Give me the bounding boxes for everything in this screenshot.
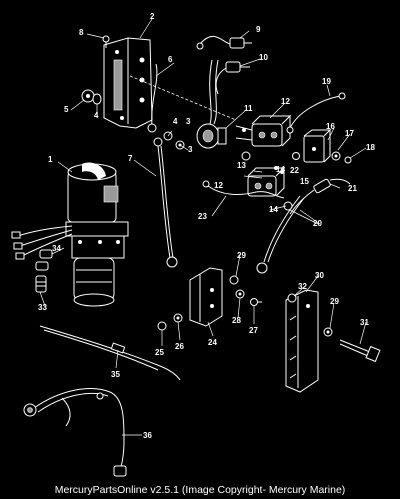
callout-11: 11 — [244, 104, 253, 113]
screw — [102, 35, 110, 48]
callout-29-upper: 29 — [237, 251, 246, 260]
callout-3-lower: 3 — [188, 145, 193, 154]
callout-22: 22 — [290, 166, 299, 175]
callout-31: 31 — [360, 318, 369, 327]
callout-8: 8 — [79, 28, 84, 37]
bracket-hardware — [229, 275, 262, 306]
callout-1: 1 — [48, 155, 53, 164]
cable-20 — [256, 195, 305, 274]
leader-lines — [39, 18, 367, 436]
cable-21 — [289, 178, 351, 215]
nut-and-washer — [81, 89, 102, 105]
callout-14-upper: 14 — [276, 165, 285, 174]
callout-27: 27 — [249, 326, 258, 335]
clamp-block — [285, 289, 319, 393]
harness-connector — [196, 59, 227, 149]
hose-fittings — [35, 249, 53, 271]
jumper-cable — [202, 180, 285, 199]
callout-36: 36 — [143, 431, 152, 440]
callout-25: 25 — [155, 348, 164, 357]
terminal-block — [303, 128, 332, 163]
callout-12-lower: 12 — [214, 181, 223, 190]
callout-16: 16 — [326, 122, 335, 131]
callout-29-lower: 29 — [330, 297, 339, 306]
callout-35: 35 — [111, 370, 120, 379]
callout-23: 23 — [198, 212, 207, 221]
callout-15: 15 — [300, 177, 309, 186]
callout-4-lower: 4 — [173, 117, 178, 126]
callout-3: 3 — [186, 117, 191, 126]
callout-26: 26 — [175, 342, 184, 351]
callout-19: 19 — [322, 77, 331, 86]
callout-7: 7 — [128, 154, 133, 163]
callout-30: 30 — [315, 271, 324, 280]
screw-and-washer — [163, 131, 185, 150]
pump-motor-assembly — [65, 162, 129, 307]
wiring-harness — [23, 388, 127, 477]
wire-35 — [39, 325, 181, 381]
callout-32: 32 — [298, 282, 307, 291]
callout-9: 9 — [256, 25, 261, 34]
callout-28: 28 — [232, 316, 241, 325]
callout-33: 33 — [38, 303, 47, 312]
callout-18: 18 — [366, 143, 375, 152]
battery-cable — [286, 92, 346, 134]
callout-12-upper: 12 — [281, 97, 290, 106]
callout-17: 17 — [345, 129, 354, 138]
callout-34: 34 — [52, 244, 61, 253]
callout-4: 4 — [94, 111, 99, 120]
alignment-line — [129, 75, 237, 121]
callout-13: 13 — [237, 161, 246, 170]
mounting-bracket — [103, 37, 153, 129]
fuse-holder-wire — [196, 35, 252, 50]
parts-diagram: 1 2 3 4 5 6 7 8 9 10 11 12 12 13 14 14 1… — [11, 12, 381, 477]
fill-fitting — [35, 275, 47, 293]
callout-5: 5 — [64, 105, 69, 114]
solenoid-lower — [247, 166, 286, 197]
ground-cable — [153, 137, 178, 268]
lower-bracket — [189, 267, 223, 327]
ground-wire — [147, 63, 158, 133]
copyright-footer: MercuryPartsOnline v2.5.1 (Image Copyrig… — [54, 484, 346, 496]
solenoid-upper — [235, 114, 292, 147]
callout-24: 24 — [208, 338, 217, 347]
fuse — [215, 61, 250, 95]
pump-wires — [11, 225, 73, 260]
callout-10: 10 — [259, 53, 268, 62]
callout-2: 2 — [150, 12, 155, 21]
callout-6: 6 — [168, 55, 173, 64]
callout-14-lower: 14 — [269, 205, 278, 214]
terminal-hardware — [292, 151, 352, 164]
solenoid-hardware — [241, 151, 293, 211]
clamp-bolt — [339, 339, 381, 363]
callout-21: 21 — [348, 184, 357, 193]
callout-20: 20 — [313, 219, 322, 228]
callout-labels: 1 2 3 4 5 6 7 8 9 10 11 12 12 13 14 14 1… — [38, 12, 375, 440]
